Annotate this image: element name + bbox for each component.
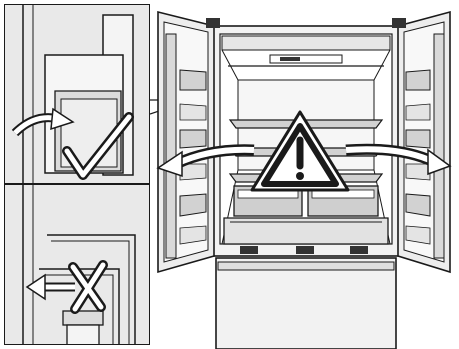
- refrigerator-drawing: [150, 0, 459, 349]
- freezer-drawer: [216, 258, 396, 349]
- correct-usage-drawing: [5, 5, 150, 184]
- left-door-handle: [166, 34, 176, 258]
- incorrect-usage-drawing: [5, 185, 150, 345]
- correct-usage-inset: [4, 4, 150, 184]
- refrigerator-illustration: [150, 0, 459, 349]
- incorrect-usage-inset: [4, 184, 150, 345]
- right-door-handle: [434, 34, 444, 258]
